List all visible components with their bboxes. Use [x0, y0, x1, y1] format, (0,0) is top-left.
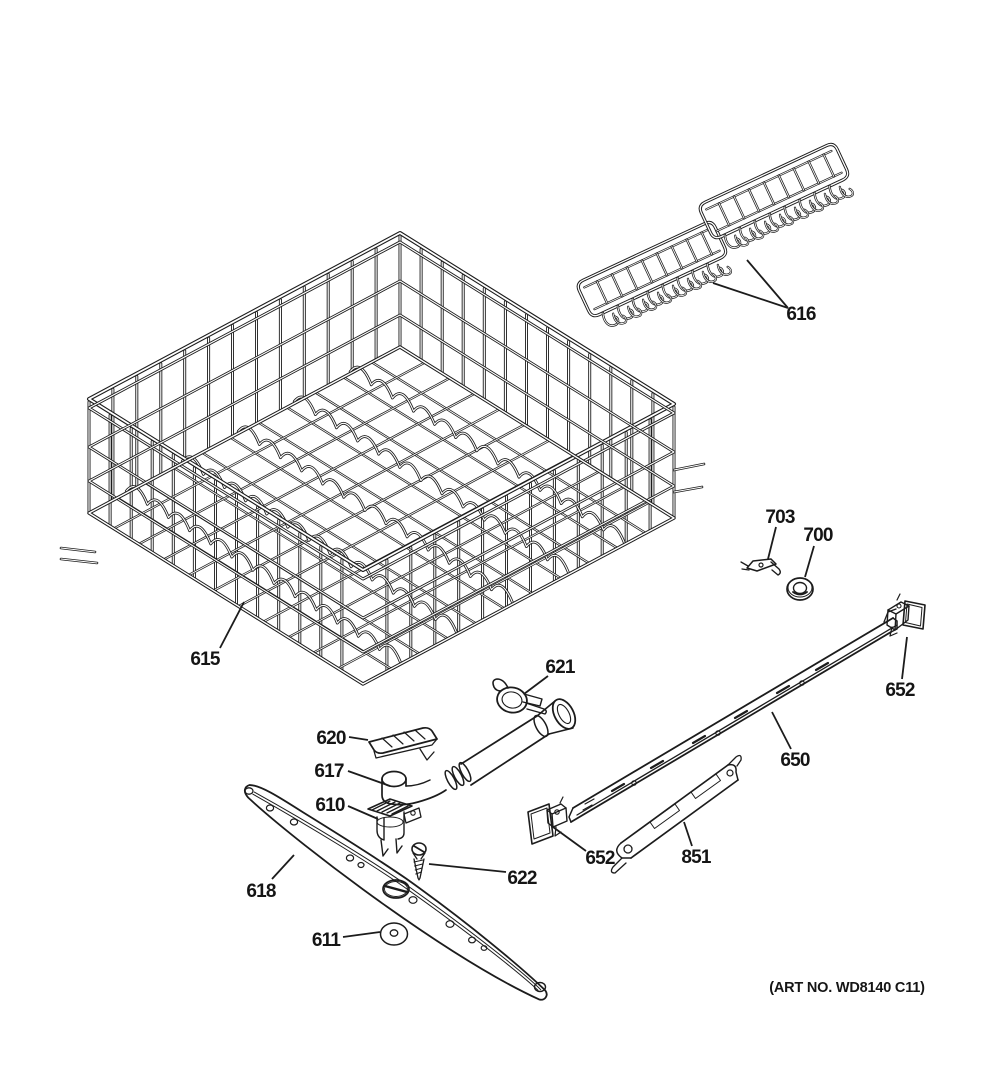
part-label-851: 851 [681, 847, 712, 868]
leader-line-652 [901, 636, 908, 680]
leader-line-611 [342, 931, 381, 938]
part-label-703: 703 [765, 507, 795, 528]
part-label-617: 617 [314, 761, 344, 782]
part-label-610: 610 [315, 795, 345, 816]
part-label-700: 700 [803, 525, 833, 546]
part-label-611: 611 [312, 930, 341, 951]
part-label-652: 652 [885, 680, 915, 701]
leader-line-618 [271, 854, 295, 880]
part-label-652: 652 [585, 848, 615, 869]
conduit-clamp-621 [492, 678, 547, 715]
leader-line-622 [428, 863, 507, 873]
part-label-620: 620 [316, 728, 346, 749]
leader-line-615 [219, 601, 245, 649]
leader-line-650 [771, 711, 792, 750]
tine-rack-616 [576, 220, 732, 327]
leader-line-621 [523, 675, 549, 695]
fold-down-tine-racks-616 [576, 142, 854, 327]
part-label-616: 616 [786, 304, 816, 325]
grommet-700 [786, 577, 814, 601]
adjuster-rail-650 [568, 608, 898, 823]
art-number: (ART NO. WD8140 C11) [769, 980, 925, 996]
leader-line-616 [712, 282, 789, 309]
leader-line-703 [767, 526, 777, 560]
leader-line-617 [347, 770, 391, 787]
rack-mount-stem-610 [367, 798, 422, 857]
part-label-618: 618 [246, 881, 276, 902]
spray-arm-618 [243, 784, 548, 1001]
leader-line-620 [348, 736, 369, 741]
leader-line-652 [552, 826, 587, 852]
rail-end-bracket-652-right [886, 593, 926, 637]
clip-703 [740, 558, 781, 576]
rail-end-bracket-652-left [527, 796, 568, 845]
part-label-621: 621 [545, 657, 576, 678]
part-label-615: 615 [190, 649, 221, 670]
part-labels: 615 616 620 621 617 610 618 622 611 650 652 700 703 8… [190, 259, 916, 951]
part-label-650: 650 [780, 750, 810, 771]
upper-rack-basket-615 [59, 231, 706, 686]
leader-line-700 [804, 545, 815, 578]
mounting-screw-622 [411, 842, 427, 881]
support-track-851 [610, 754, 742, 874]
tine-rack-616 [698, 142, 854, 249]
slide-retainer-620 [368, 726, 438, 761]
leader-line-610 [347, 805, 379, 820]
water-conduit-617 [381, 698, 577, 806]
leader-line-616 [746, 259, 789, 309]
part-label-622: 622 [507, 868, 537, 889]
leader-line-851 [683, 821, 693, 847]
washer-611 [379, 922, 409, 946]
